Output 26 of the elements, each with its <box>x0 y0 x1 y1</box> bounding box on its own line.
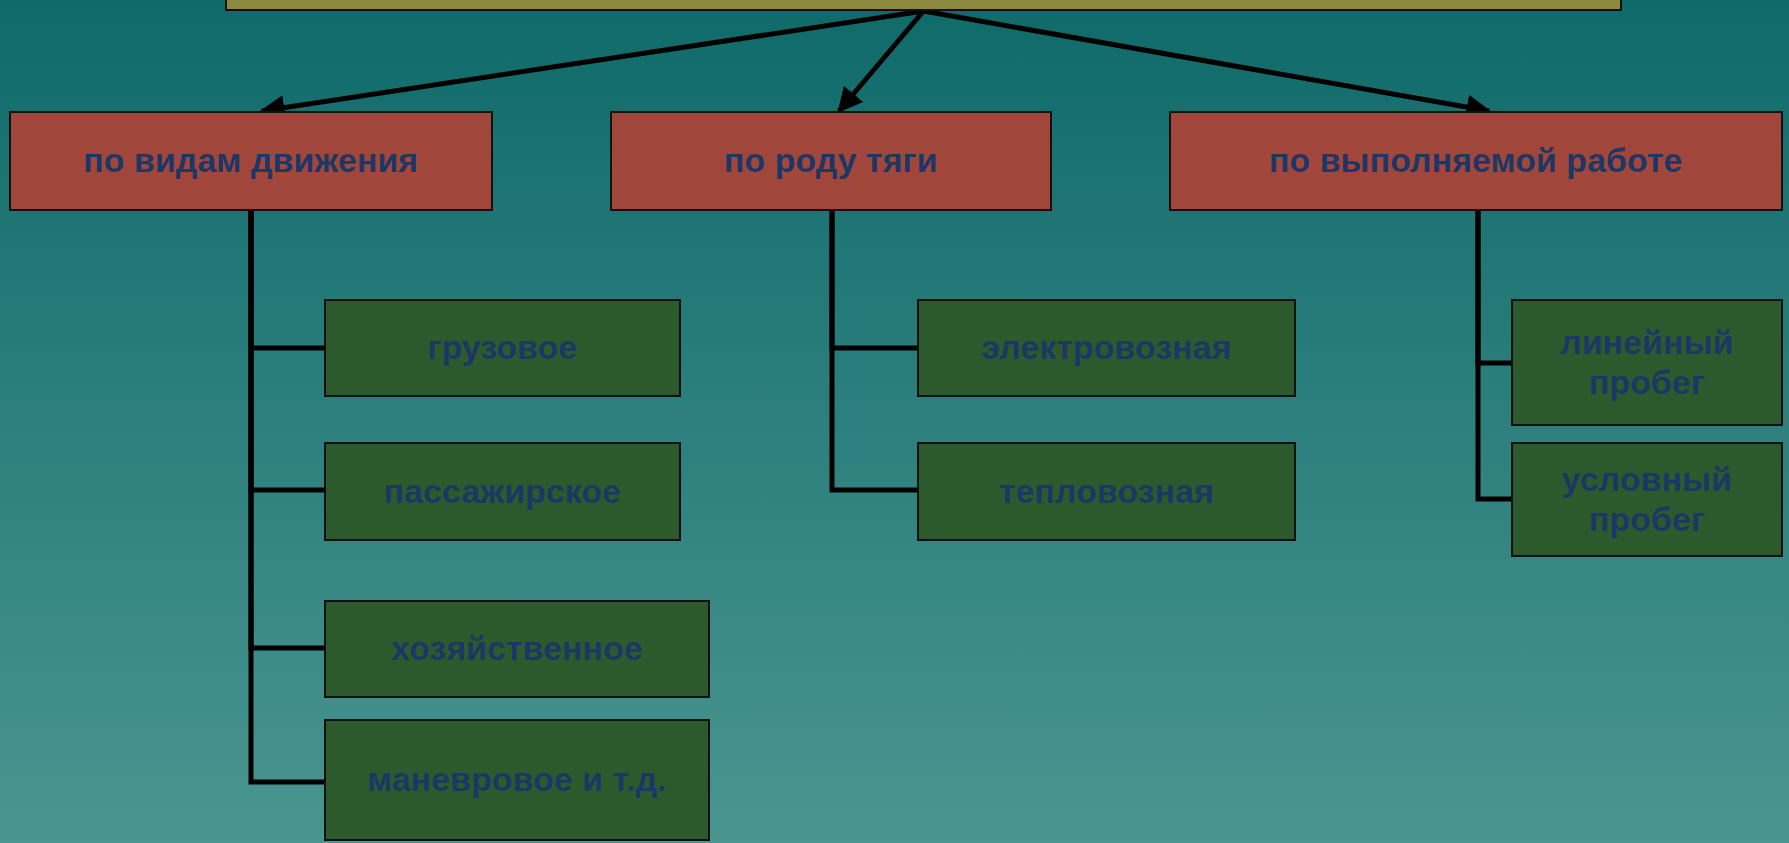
connector-line <box>248 211 324 785</box>
box-label: грузовое <box>427 328 578 368</box>
box-label: условный пробег <box>1560 460 1734 539</box>
box-label: маневровое и т.д. <box>367 760 667 800</box>
category-box <box>324 442 681 541</box>
category-box <box>1511 299 1783 426</box>
category-box <box>1169 111 1783 211</box>
box-label: по роду тяги <box>724 141 938 181</box>
box-label: хозяйственное <box>391 629 643 669</box>
category-box <box>917 442 1296 541</box>
box-label: по видам движения <box>83 141 419 181</box>
category-box <box>1511 442 1783 557</box>
category-box <box>324 719 710 841</box>
box-label: пассажирское <box>383 471 622 512</box>
box-label: тепловозная <box>999 471 1214 512</box>
category-box <box>324 600 710 698</box>
box-label: линейный пробег <box>1559 323 1735 402</box>
category-box <box>610 111 1052 211</box>
category-box <box>917 299 1296 397</box>
category-box <box>9 111 493 211</box>
arrow <box>837 9 926 113</box>
connector-line <box>1475 211 1511 502</box>
category-box <box>324 299 681 397</box>
box-label: электровозная <box>981 328 1232 368</box>
box-label: по выполняемой работе <box>1269 141 1683 181</box>
connector-line <box>829 211 917 493</box>
